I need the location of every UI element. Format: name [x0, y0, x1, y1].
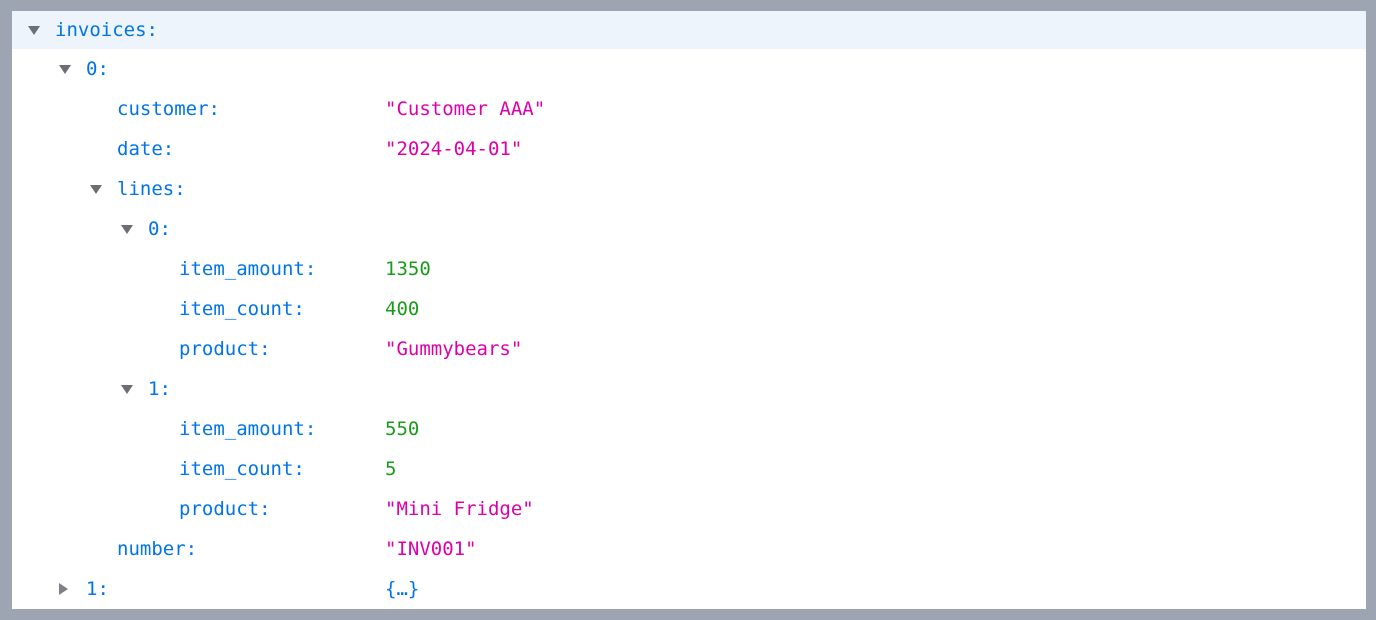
arrow-slot — [59, 583, 86, 595]
tree-row[interactable]: invoices: — [12, 11, 1366, 49]
key-label: number: — [117, 538, 198, 560]
collapse-triangle-icon[interactable] — [28, 25, 40, 35]
arrow-slot — [90, 184, 117, 194]
arrow-slot — [121, 224, 148, 234]
tree-row[interactable]: date: "2024-04-01" — [12, 129, 1366, 169]
tree-row[interactable]: 1: {…} — [12, 569, 1366, 609]
value-label: "Customer AAA" — [385, 98, 546, 120]
collapse-triangle-icon[interactable] — [90, 184, 102, 194]
tree-row[interactable]: number: "INV001" — [12, 529, 1366, 569]
arrow-slot — [121, 384, 148, 394]
value-label: 550 — [385, 418, 420, 440]
tree-row[interactable]: 0: — [12, 209, 1366, 249]
key-label: lines: — [117, 178, 186, 200]
key-label: 1: — [148, 378, 171, 400]
key-label: 0: — [148, 218, 171, 240]
value-label: "Mini Fridge" — [385, 498, 534, 520]
collapse-triangle-icon[interactable] — [59, 64, 71, 74]
tree-row[interactable]: lines: — [12, 169, 1366, 209]
value-label: "INV001" — [385, 538, 477, 560]
arrow-slot — [28, 25, 55, 35]
tree-row[interactable]: customer: "Customer AAA" — [12, 89, 1366, 129]
arrow-slot — [59, 64, 86, 74]
key-label: invoices: — [55, 19, 158, 41]
value-label: "Gummybears" — [385, 338, 523, 360]
value-label: "2024-04-01" — [385, 138, 523, 160]
key-label: item_amount: — [179, 258, 317, 280]
key-label: product: — [179, 338, 271, 360]
value-label: 5 — [385, 458, 397, 480]
key-label: item_amount: — [179, 418, 317, 440]
key-label: customer: — [117, 98, 220, 120]
tree-row[interactable]: product: "Gummybears" — [12, 329, 1366, 369]
key-label: item_count: — [179, 298, 305, 320]
tree-row[interactable]: item_count: 5 — [12, 449, 1366, 489]
tree-row[interactable]: item_amount: 1350 — [12, 249, 1366, 289]
tree-row[interactable]: 1: — [12, 369, 1366, 409]
collapse-triangle-icon[interactable] — [121, 224, 133, 234]
key-label: item_count: — [179, 458, 305, 480]
tree-row[interactable]: item_amount: 550 — [12, 409, 1366, 449]
tree-row[interactable]: product: "Mini Fridge" — [12, 489, 1366, 529]
value-label: 400 — [385, 298, 420, 320]
key-label: 0: — [86, 58, 109, 80]
value-label: 1350 — [385, 258, 431, 280]
key-label: product: — [179, 498, 271, 520]
collapse-triangle-icon[interactable] — [121, 384, 133, 394]
key-label: 1: — [86, 578, 109, 600]
tree-row[interactable]: 0: — [12, 49, 1366, 89]
key-label: date: — [117, 138, 175, 160]
json-tree: invoices: 0: customer: "Customer AAA" da… — [12, 11, 1366, 609]
value-label: {…} — [385, 578, 420, 600]
expand-triangle-icon[interactable] — [59, 583, 68, 595]
tree-row[interactable]: item_count: 400 — [12, 289, 1366, 329]
